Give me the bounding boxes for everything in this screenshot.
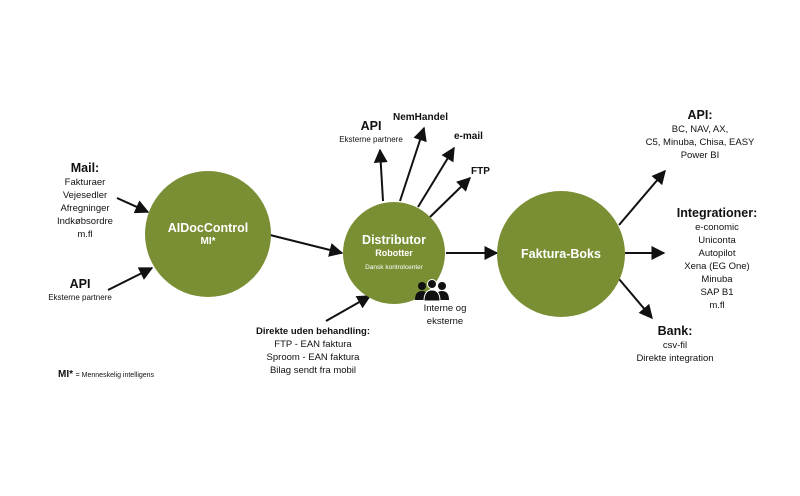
arrow-aidoc-to-distributor — [269, 234, 344, 257]
api-right-item: C5, Minuba, Chisa, EASY — [645, 137, 755, 148]
mail-title: Mail: — [70, 161, 100, 175]
aidoccontrol-node: AIDocControl MI* — [145, 171, 271, 297]
integrationer-title: Integrationer: — [676, 206, 758, 220]
integrationer-item: m.fl — [709, 300, 725, 311]
api-right-title: API: — [687, 108, 713, 122]
mail-item: m.fl — [77, 229, 93, 240]
direkte-item: Sproom - EAN faktura — [266, 352, 360, 363]
api-left-subtitle: Eksterne partnere — [48, 293, 112, 302]
bank-title: Bank: — [657, 324, 693, 338]
mail-item: Fakturaer — [64, 177, 106, 188]
api-left-label: API Eksterne partnere — [30, 276, 130, 303]
integrationer-item: e-conomic — [695, 222, 739, 233]
people-icon — [415, 279, 449, 302]
arrow-distributor-to-nemhandel — [399, 126, 427, 202]
arrow-direkte-to-distributor — [325, 295, 372, 322]
integrationer-item: Xena (EG One) — [684, 261, 750, 272]
mail-item: Vejesedler — [62, 190, 108, 201]
arrow-mail-to-aidoc — [116, 197, 150, 214]
arrow-faktura-to-bank — [618, 278, 653, 320]
integrationer-item: SAP B1 — [700, 287, 734, 298]
integrationer-item: Autopilot — [698, 248, 736, 259]
mail-item: Indkøbsordre — [57, 216, 113, 227]
nemhandel-label: NemHandel — [393, 112, 449, 123]
api-top-title: API — [360, 119, 382, 133]
mi-note-text: = Menneskelig intelligens — [75, 372, 155, 379]
arrow-distributor-to-email — [417, 146, 455, 208]
distributor-title: Distributor — [362, 233, 426, 247]
faktura-boks-title: Faktura-Boks — [521, 247, 601, 261]
faktura-boks-node: Faktura-Boks — [497, 191, 625, 317]
mi-note-mark: MI* — [58, 369, 73, 380]
interne-line: Interne og — [423, 303, 467, 314]
bank-item: Direkte integration — [636, 353, 714, 364]
mi-note: MI* = Menneskelig intelligens — [58, 368, 154, 382]
aidoccontrol-subtitle: MI* — [200, 236, 216, 247]
integrationer-item: Uniconta — [698, 235, 736, 246]
bank-item: csv-fil — [662, 340, 688, 351]
arrow-distributor-to-ftp — [429, 177, 472, 218]
arrow-api-to-aidoc — [107, 267, 154, 291]
integrationer-item: Minuba — [701, 274, 733, 285]
api-right-label: API: BC, NAV, AX, C5, Minuba, Chisa, EAS… — [640, 107, 760, 162]
arrow-faktura-to-api — [618, 169, 666, 226]
mail-label: Mail: Fakturaer Vejesedler Afregninger I… — [35, 160, 135, 241]
direkte-item: FTP - EAN faktura — [274, 339, 352, 350]
api-top-label: API Eksterne partnere — [321, 118, 421, 145]
api-right-item: Power BI — [680, 150, 720, 161]
bank-label: Bank: csv-fil Direkte integration — [620, 323, 730, 365]
direkte-label: Direkte uden behandling: FTP - EAN faktu… — [243, 325, 383, 377]
mail-item: Afregninger — [60, 203, 110, 214]
direkte-title: Direkte uden behandling: — [255, 326, 370, 337]
arrow-distributor-to-api — [373, 148, 388, 202]
api-left-title: API — [69, 277, 91, 291]
email-label: e-mail — [454, 131, 483, 142]
distributor-subtitle: Robotter — [375, 248, 413, 258]
distributor-caption: Dansk kontrolcenter — [365, 264, 423, 271]
interne-eksterne-label: Interne og eksterne — [400, 302, 490, 328]
api-top-subtitle: Eksterne partnere — [339, 135, 403, 144]
aidoccontrol-title: AIDocControl — [167, 221, 249, 235]
api-right-item: BC, NAV, AX, — [671, 124, 729, 135]
interne-line: eksterne — [426, 316, 464, 327]
ftp-label: FTP — [471, 166, 490, 177]
direkte-item: Bilag sendt fra mobil — [269, 365, 357, 376]
integrationer-label: Integrationer: e-conomic Uniconta Autopi… — [662, 205, 772, 312]
